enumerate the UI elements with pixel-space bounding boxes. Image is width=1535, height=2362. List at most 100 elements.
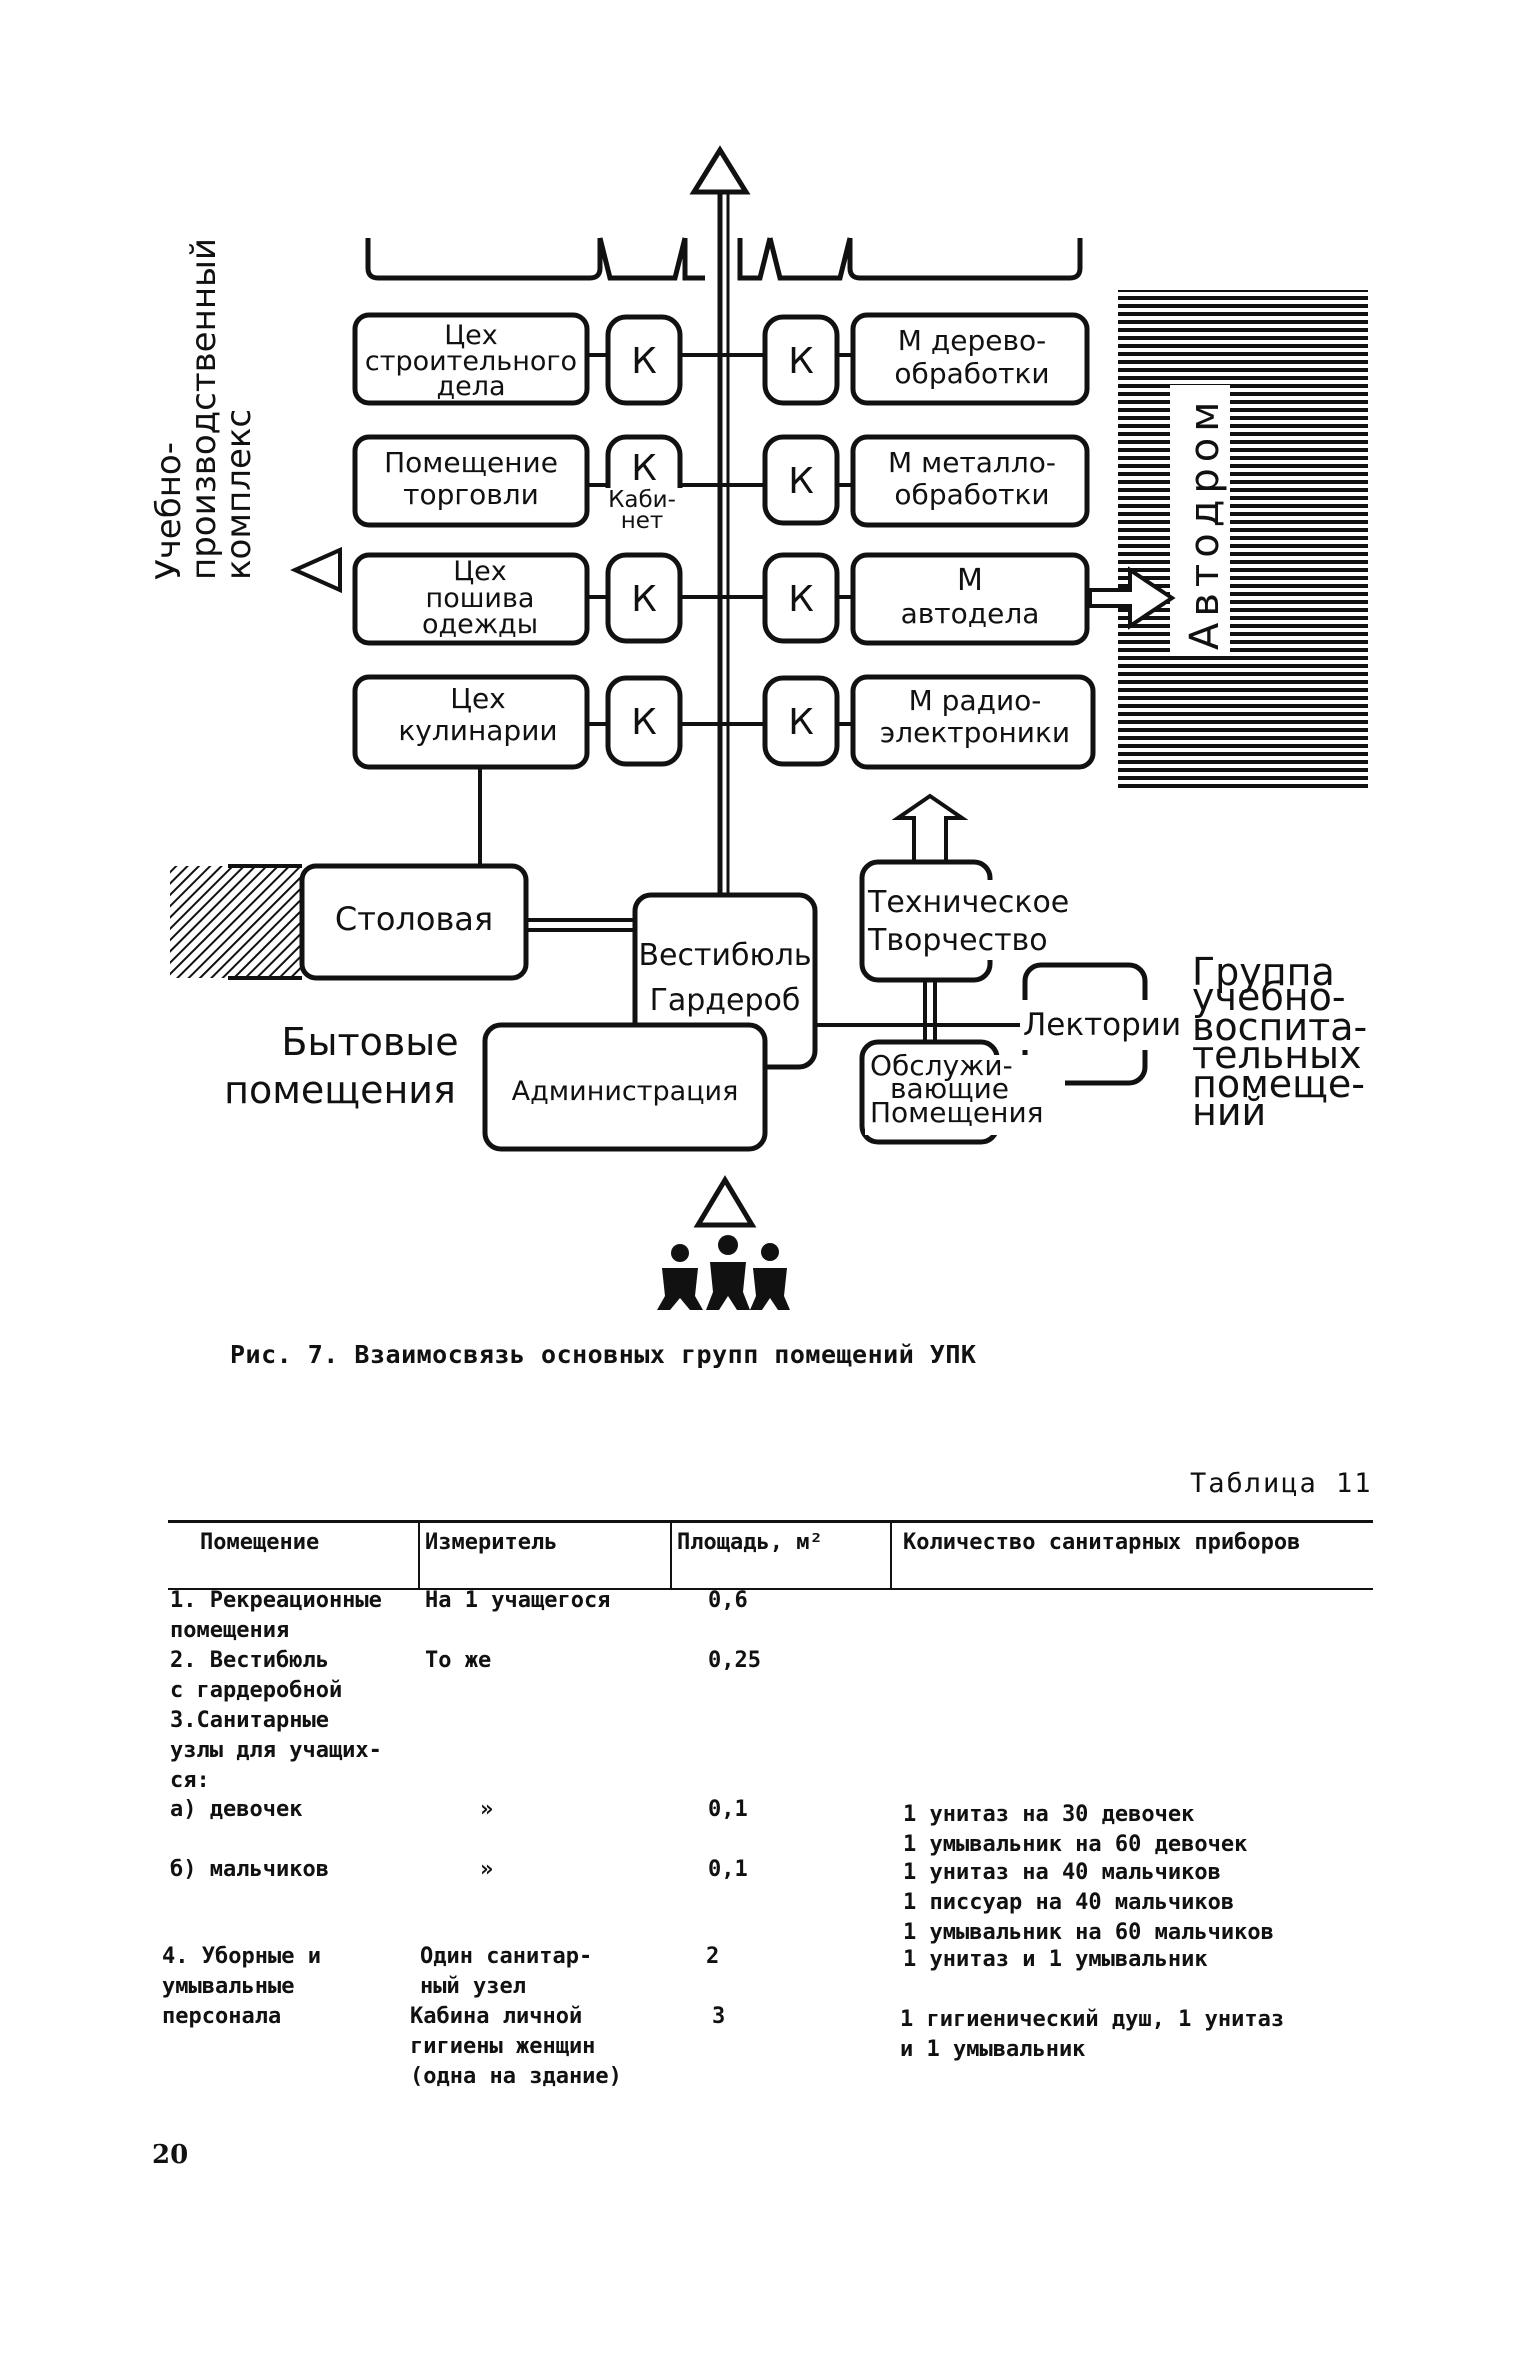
svg-text:М радио-: М радио- xyxy=(909,684,1042,717)
children-icon xyxy=(657,1235,790,1310)
table-top-rule xyxy=(168,1520,1373,1523)
svg-text:тельных: тельных xyxy=(1192,1033,1362,1077)
cell-area: 3 xyxy=(712,2004,726,2029)
svg-text:Помещение: Помещение xyxy=(384,446,558,479)
cell-room: 4. Уборные и умывальные персонала xyxy=(162,1944,321,2029)
page-number: 20 xyxy=(152,2140,189,2170)
entrance-arrow xyxy=(693,1175,757,1228)
svg-text:пошива: пошива xyxy=(426,583,535,614)
svg-text:Обслужи-: Обслужи- xyxy=(870,1049,1013,1082)
svg-text:К: К xyxy=(788,341,814,382)
svg-text:производственный: производственный xyxy=(184,238,224,580)
svg-text:К: К xyxy=(788,461,814,502)
cabinet-left-2: К Каби- нет xyxy=(603,434,683,534)
tech-creativity-box: Техническое Творчество xyxy=(859,859,1069,983)
table-header-area: Площадь, м² xyxy=(677,1530,823,1555)
cell-area: 0,1 xyxy=(708,1857,748,1882)
cell-unit: На 1 учащегося xyxy=(425,1588,611,1613)
table-header-fixtures: Количество санитарных приборов xyxy=(903,1530,1301,1555)
svg-text:ний: ний xyxy=(1192,1090,1266,1134)
svg-text:Цех: Цех xyxy=(444,320,498,351)
table-col-divider-2 xyxy=(670,1522,672,1588)
svg-text:Столовая: Столовая xyxy=(335,900,493,938)
cell-fixtures: 1 унитаз на 40 мальчиков 1 писсуар на 40… xyxy=(903,1860,1274,1945)
svg-text:торговли: торговли xyxy=(403,478,539,511)
svg-text:нет: нет xyxy=(621,508,664,534)
up-arrow-tech xyxy=(891,793,969,868)
svg-text:К: К xyxy=(631,448,657,489)
cabinet-left-3: К xyxy=(605,552,683,644)
top-arrow xyxy=(689,145,751,195)
figure-caption: Рис. 7. Взаимосвязь основных групп помещ… xyxy=(230,1340,977,1369)
svg-text:Автодром: Автодром xyxy=(1182,396,1228,650)
workshop-woodwork: М дерево- обработки xyxy=(850,312,1090,406)
autodrom-area: Автодром xyxy=(1118,290,1368,790)
svg-text:Каби-: Каби- xyxy=(608,487,676,513)
svg-text:Техническое: Техническое xyxy=(867,885,1069,920)
cell-unit: То же xyxy=(425,1648,492,1673)
hatched-block xyxy=(170,864,302,980)
svg-text:обработки: обработки xyxy=(894,478,1049,511)
svg-text:вающие: вающие xyxy=(890,1072,1009,1105)
cell-unit: Один санитар- ный узел xyxy=(420,1944,593,1999)
cell-area: 0,1 xyxy=(708,1797,748,1822)
svg-text:К: К xyxy=(788,579,814,620)
cabinet-right-4: К xyxy=(762,675,840,767)
shop-sewing: Цех пошива одежды xyxy=(352,552,590,646)
svg-text:К: К xyxy=(631,579,657,620)
cabinet-right-2: К xyxy=(762,434,840,526)
cabinet-right-1: К xyxy=(762,314,840,406)
cell-unit: Кабина личной гигиены женщин (одна на зд… xyxy=(410,2004,622,2089)
svg-text:М металло-: М металло- xyxy=(888,446,1056,479)
svg-text:Лектории: Лектории xyxy=(1023,1007,1181,1043)
table-col-divider-1 xyxy=(418,1522,420,1588)
administration-box: Администрация xyxy=(482,1022,768,1152)
cell-room: 2. Вестибюль с гардеробной xyxy=(170,1648,343,1703)
shop-construction: Цех строительного дела xyxy=(352,312,590,406)
svg-text:Учебно-: Учебно- xyxy=(149,442,189,580)
svg-text:Группа: Группа xyxy=(1192,950,1335,994)
side-label-complex: Учебно- производственный комплекс xyxy=(149,238,259,580)
table-header-rule xyxy=(168,1588,1373,1590)
svg-text:обработки: обработки xyxy=(894,357,1049,390)
shop-trade: Помещение торговли xyxy=(352,434,590,528)
svg-text:комплекс: комплекс xyxy=(219,409,259,580)
svg-text:М дерево-: М дерево- xyxy=(898,324,1046,357)
cell-room: 1. Рекреационные помещения xyxy=(170,1588,382,1643)
household-rooms-label: Бытовые помещения xyxy=(224,1020,458,1112)
rooms-diagram: Учебно- производственный комплекс Цех ст… xyxy=(149,145,1368,1310)
table-header-unit: Измеритель xyxy=(425,1530,558,1555)
cell-area: 0,6 xyxy=(708,1588,748,1613)
svg-text:Цех: Цех xyxy=(453,556,507,587)
svg-text:электроники: электроники xyxy=(880,716,1070,749)
lecture-rooms-box: Лектории xyxy=(1020,962,1181,1086)
svg-text:К: К xyxy=(631,702,657,743)
svg-text:М: М xyxy=(957,563,983,598)
cell-area: 0,25 xyxy=(708,1648,761,1673)
svg-text:К: К xyxy=(631,341,657,382)
cell-unit: » xyxy=(480,1857,494,1882)
autodrom-arrow xyxy=(1088,566,1176,630)
cell-fixtures: 1 унитаз и 1 умывальник xyxy=(903,1947,1208,1972)
svg-text:помеще-: помеще- xyxy=(1192,1062,1365,1106)
workshop-metalwork: М металло- обработки xyxy=(850,434,1090,528)
cabinet-left-1: К xyxy=(605,314,683,406)
cell-room: 3.Санитарные узлы для учащих- ся: xyxy=(170,1708,382,1793)
svg-text:Творчество: Творчество xyxy=(867,923,1048,958)
shop-cooking: Цех кулинарии xyxy=(352,674,590,770)
svg-text:Цех: Цех xyxy=(450,682,506,715)
svg-text:Администрация: Администрация xyxy=(512,1076,739,1107)
top-brace-right xyxy=(737,237,1083,281)
table-header-room: Помещение xyxy=(200,1530,320,1555)
svg-text:К: К xyxy=(788,702,814,743)
svg-text:Гардероб: Гардероб xyxy=(650,983,801,1018)
side-arrow-left xyxy=(290,546,342,594)
svg-text:кулинарии: кулинарии xyxy=(398,714,557,747)
service-rooms-box: Обслужи- вающие Помещения xyxy=(859,1039,1065,1145)
top-brace-left xyxy=(365,237,705,281)
cell-room: а) девочек xyxy=(170,1797,303,1822)
cabinet-left-4: К xyxy=(605,675,683,767)
cell-unit: » xyxy=(480,1797,494,1822)
cell-fixtures: 1 гигиенический душ, 1 унитаз и 1 умывал… xyxy=(900,2007,1285,2062)
table-label: Таблица 11 xyxy=(1190,1468,1373,1499)
